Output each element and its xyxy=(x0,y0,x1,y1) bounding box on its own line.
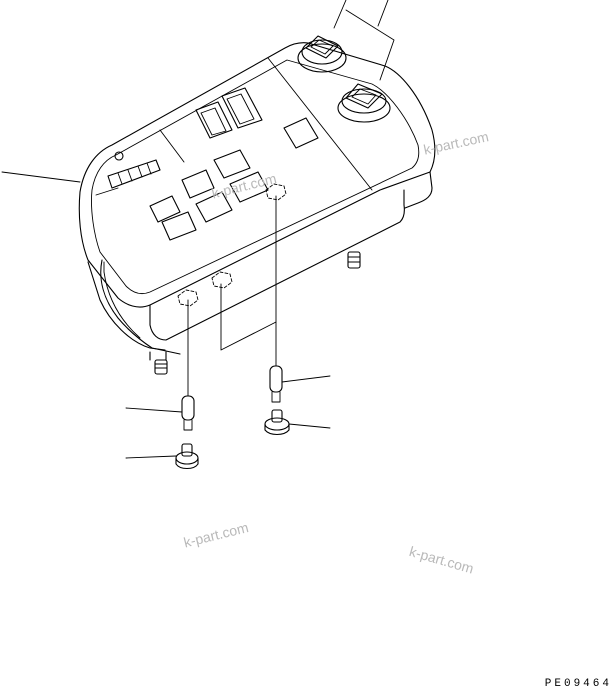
panel-divider-3 xyxy=(95,187,119,196)
panel-lower-body-bottom xyxy=(100,259,181,355)
panel-top-face xyxy=(78,42,436,308)
bar-gauge-seg xyxy=(127,169,133,182)
socket-left xyxy=(175,443,199,470)
switch-6 xyxy=(229,171,269,203)
display-square xyxy=(283,117,319,149)
panel-divider-1 xyxy=(267,57,373,191)
bar-gauge-seg xyxy=(117,172,123,185)
bar-gauge-seg xyxy=(146,162,152,175)
drawing-code: PE09464 xyxy=(544,678,612,690)
switch-3 xyxy=(213,149,251,179)
bulb-right xyxy=(269,365,283,403)
panel-side-skirt xyxy=(87,261,166,351)
panel-lower-body xyxy=(149,189,405,341)
switch-5 xyxy=(195,191,233,223)
panel-base xyxy=(103,261,141,339)
rotary-knob-2 xyxy=(337,83,391,123)
display-window-2 xyxy=(221,87,263,129)
panel-side-skirt-2 xyxy=(404,171,433,209)
callout-leaders xyxy=(1,0,395,459)
switch-2 xyxy=(181,169,215,199)
display-window-2-inner xyxy=(226,93,255,125)
socket-right xyxy=(264,409,290,436)
switch-1 xyxy=(149,195,181,223)
socket-holes xyxy=(177,183,287,307)
bar-gauge-seg xyxy=(137,165,143,178)
rotary-knob-1 xyxy=(297,35,347,73)
mount-studs xyxy=(149,251,361,375)
bulb-left xyxy=(181,395,195,431)
indicator-lamp xyxy=(114,151,124,161)
bar-gauge xyxy=(107,159,161,189)
display-window-1-inner xyxy=(200,107,227,136)
monitor-panel xyxy=(78,42,436,355)
display-window-1 xyxy=(195,101,233,139)
panel-bezel xyxy=(91,59,420,295)
panel-divider-2 xyxy=(159,129,185,163)
explode-lines xyxy=(187,195,277,397)
switch-4 xyxy=(161,211,197,241)
indicator-group xyxy=(107,87,319,241)
